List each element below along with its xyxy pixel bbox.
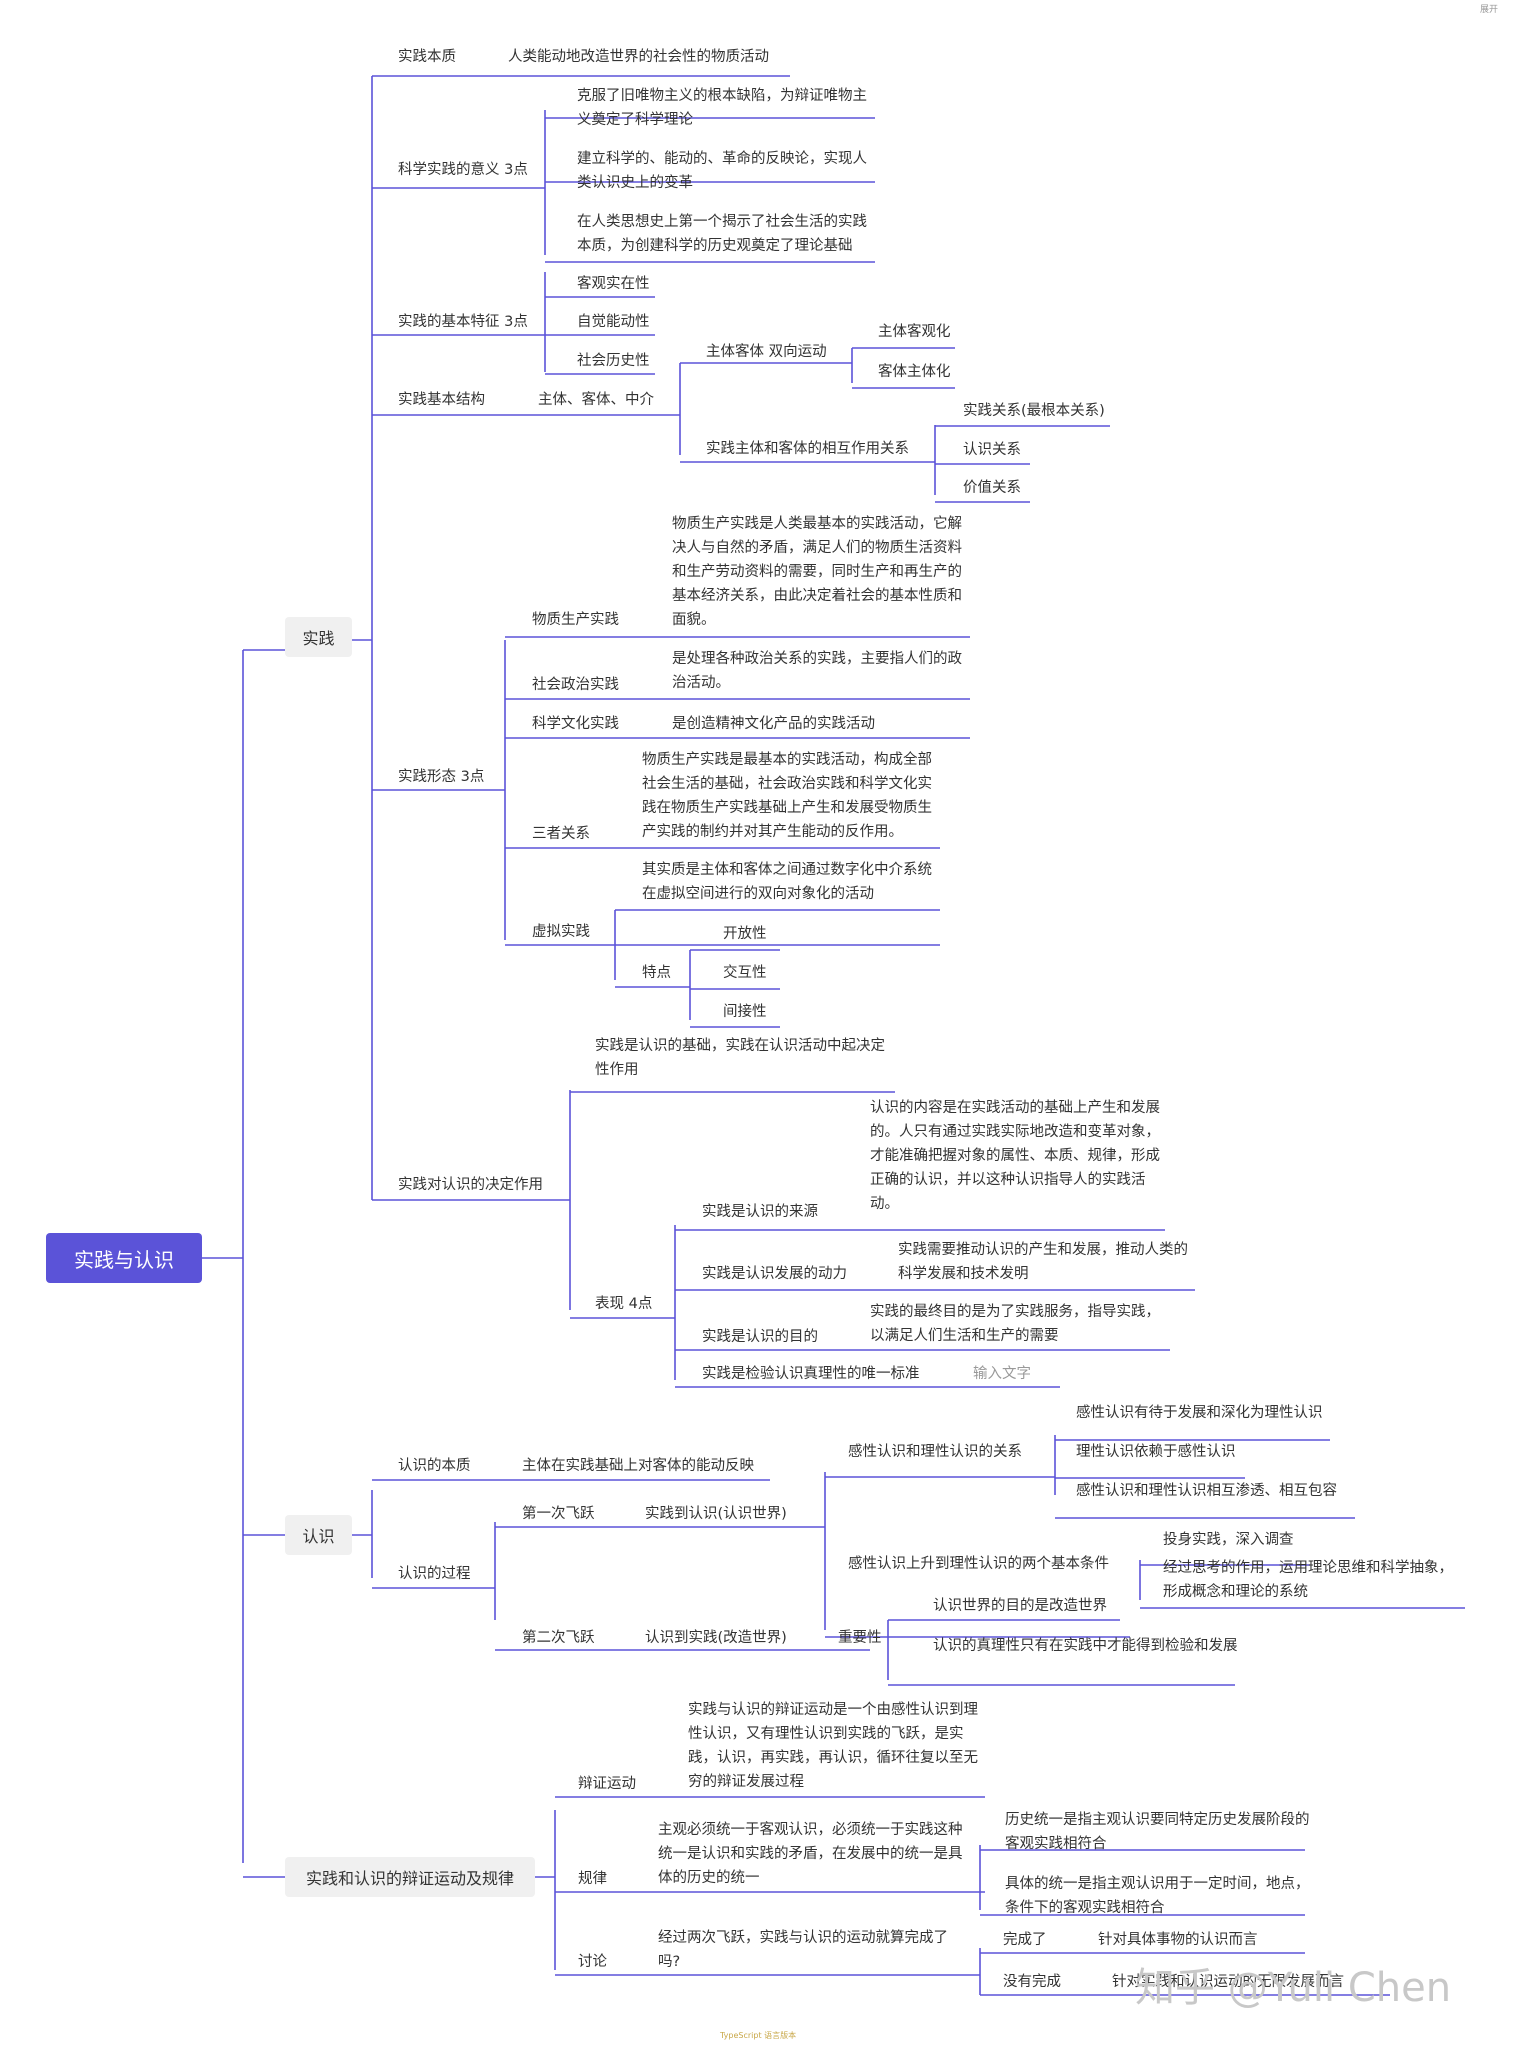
placeholder-text[interactable]: 输入文字 (973, 1366, 1031, 1382)
node-discuss[interactable]: 讨论 (578, 1954, 607, 1970)
node-manifest[interactable]: 表现 4点 (595, 1296, 653, 1312)
node-rel[interactable]: 感性认识和理性认识的关系 (848, 1444, 1022, 1460)
practice-essence-text[interactable]: 人类能动地改造世界的社会性的物质活动 (508, 49, 769, 65)
trait-item[interactable]: 间接性 (723, 1004, 767, 1020)
leap1-text[interactable]: 实践到认识(认识世界) (645, 1506, 787, 1522)
node-scientific[interactable]: 科学文化实践 (532, 716, 619, 732)
law-item[interactable]: 具体的统一是指主观认识用于一定时间，地点，条件下的客观实践相符合 (1005, 1876, 1310, 1916)
node-dialectic[interactable]: 实践和认识的辩证运动及规律 (285, 1857, 535, 1897)
expand-icon[interactable]: 展开 (1480, 2, 1498, 15)
node-imp[interactable]: 重要性 (838, 1630, 882, 1646)
rel-item[interactable]: 理性认识依赖于感性认识 (1076, 1444, 1236, 1460)
node-relation[interactable]: 三者关系 (532, 826, 590, 842)
rel-item[interactable]: 感性认识和理性认识相互渗透、相互包容 (1076, 1483, 1337, 1499)
node-cognition[interactable]: 认识 (285, 1515, 352, 1555)
bidirectional-item[interactable]: 客体主体化 (878, 364, 951, 380)
cog-essence-text[interactable]: 主体在实践基础上对客体的能动反映 (522, 1458, 754, 1474)
footer-text: TypeScript 语言版本 (720, 2031, 797, 2040)
node-structure[interactable]: 实践基本结构 (398, 392, 485, 408)
trait-item[interactable]: 交互性 (723, 965, 767, 981)
node-traits[interactable]: 特点 (642, 965, 671, 981)
imp-item[interactable]: 认识世界的目的是改造世界 (933, 1598, 1107, 1614)
node-done[interactable]: 完成了 (1003, 1932, 1047, 1948)
node-motion[interactable]: 辩证运动 (578, 1776, 636, 1792)
structure-text[interactable]: 主体、客体、中介 (538, 392, 654, 408)
node-forms[interactable]: 实践形态 3点 (398, 769, 485, 785)
law-item[interactable]: 历史统一是指主观认识要同特定历史发展阶段的客观实践相符合 (1005, 1812, 1310, 1852)
node-cond[interactable]: 感性认识上升到理性认识的两个基本条件 (848, 1556, 1109, 1572)
trait-item[interactable]: 开放性 (723, 926, 767, 942)
notdone-text[interactable]: 针对实践和认识运动的无限发展而言 (1112, 1974, 1344, 1990)
manifest-label[interactable]: 实践是认识的来源 (702, 1204, 818, 1220)
meaning-item[interactable]: 在人类思想史上第一个揭示了社会生活的实践本质，为创建科学的历史观奠定了理论基础 (577, 214, 867, 254)
node-meaning[interactable]: 科学实践的意义 3点 (398, 162, 528, 178)
node-law[interactable]: 规律 (578, 1871, 607, 1887)
feature-item[interactable]: 自觉能动性 (577, 314, 650, 330)
root-node[interactable]: 实践与认识 (46, 1233, 202, 1283)
node-virtual[interactable]: 虚拟实践 (532, 924, 590, 940)
decisive-intro[interactable]: 实践是认识的基础，实践在认识活动中起决定性作用 (595, 1038, 885, 1078)
rel-item[interactable]: 感性认识有待于发展和深化为理性认识 (1076, 1405, 1323, 1421)
discuss-text[interactable]: 经过两次飞跃，实践与认识的运动就算完成了吗? (658, 1930, 948, 1970)
node-practice[interactable]: 实践 (285, 617, 352, 657)
node-notdone[interactable]: 没有完成 (1003, 1974, 1061, 1990)
node-cog-process[interactable]: 认识的过程 (398, 1566, 471, 1582)
manifest-label[interactable]: 实践是检验认识真理性的唯一标准 (702, 1366, 920, 1382)
leap2-text[interactable]: 认识到实践(改造世界) (645, 1630, 787, 1646)
node-features[interactable]: 实践的基本特征 3点 (398, 314, 528, 330)
node-bidirectional[interactable]: 主体客体 双向运动 (706, 344, 827, 360)
node-political[interactable]: 社会政治实践 (532, 677, 619, 693)
manifest-label[interactable]: 实践是认识发展的动力 (702, 1266, 847, 1282)
law-text[interactable]: 主观必须统一于客观认识，必须统一于实践这种统一是认识和实践的矛盾，在发展中的统一… (658, 1822, 963, 1886)
node-leap2[interactable]: 第二次飞跃 (522, 1630, 595, 1646)
interaction-item[interactable]: 认识关系 (963, 442, 1021, 458)
meaning-item[interactable]: 克服了旧唯物主义的根本缺陷，为辩证唯物主义奠定了科学理论 (577, 88, 867, 128)
node-decisive[interactable]: 实践对认识的决定作用 (398, 1177, 543, 1193)
manifest-text[interactable]: 实践需要推动认识的产生和发展，推动人类的科学发展和技术发明 (898, 1242, 1188, 1282)
node-practice-essence[interactable]: 实践本质 (398, 49, 456, 65)
feature-item[interactable]: 客观实在性 (577, 276, 650, 292)
manifest-label[interactable]: 实践是认识的目的 (702, 1329, 818, 1345)
interaction-item[interactable]: 价值关系 (963, 480, 1021, 496)
interaction-item[interactable]: 实践关系(最根本关系) (963, 403, 1105, 419)
cond-item[interactable]: 投身实践，深入调查 (1163, 1532, 1294, 1548)
virtual-text[interactable]: 其实质是主体和客体之间通过数字化中介系统在虚拟空间进行的双向对象化的活动 (642, 862, 932, 902)
node-material[interactable]: 物质生产实践 (532, 612, 619, 628)
manifest-text[interactable]: 实践的最终目的是为了实践服务，指导实践，以满足人们生活和生产的需要 (870, 1304, 1160, 1344)
bidirectional-item[interactable]: 主体客观化 (878, 324, 951, 340)
feature-item[interactable]: 社会历史性 (577, 353, 650, 369)
node-interaction[interactable]: 实践主体和客体的相互作用关系 (706, 441, 909, 457)
done-text[interactable]: 针对具体事物的认识而言 (1098, 1932, 1258, 1948)
expand-label[interactable]: 展开 (1480, 5, 1499, 15)
relation-text[interactable]: 物质生产实践是最基本的实践活动，构成全部社会生活的基础，社会政治实践和科学文化实… (642, 752, 932, 840)
node-cog-essence[interactable]: 认识的本质 (398, 1458, 471, 1474)
imp-item[interactable]: 认识的真理性只有在实践中才能得到检验和发展 (933, 1638, 1238, 1654)
political-text[interactable]: 是处理各种政治关系的实践，主要指人们的政治活动。 (672, 651, 962, 691)
material-text[interactable]: 物质生产实践是人类最基本的实践活动，它解决人与自然的矛盾，满足人们的物质生活资料… (672, 516, 962, 628)
node-leap1[interactable]: 第一次飞跃 (522, 1506, 595, 1522)
cond-item[interactable]: 经过思考的作用，运用理论思维和科学抽象，形成概念和理论的系统 (1163, 1560, 1453, 1600)
meaning-item[interactable]: 建立科学的、能动的、革命的反映论，实现人类认识史上的变革 (577, 151, 867, 191)
watermark: 知乎 @Yuli Chen (1135, 1965, 1452, 2011)
manifest-text[interactable]: 认识的内容是在实践活动的基础上产生和发展的。人只有通过实践实际地改造和变革对象，… (870, 1100, 1160, 1212)
motion-text[interactable]: 实践与认识的辩证运动是一个由感性认识到理性认识，又有理性认识到实践的飞跃，是实践… (688, 1702, 978, 1790)
scientific-text[interactable]: 是创造精神文化产品的实践活动 (672, 716, 875, 732)
